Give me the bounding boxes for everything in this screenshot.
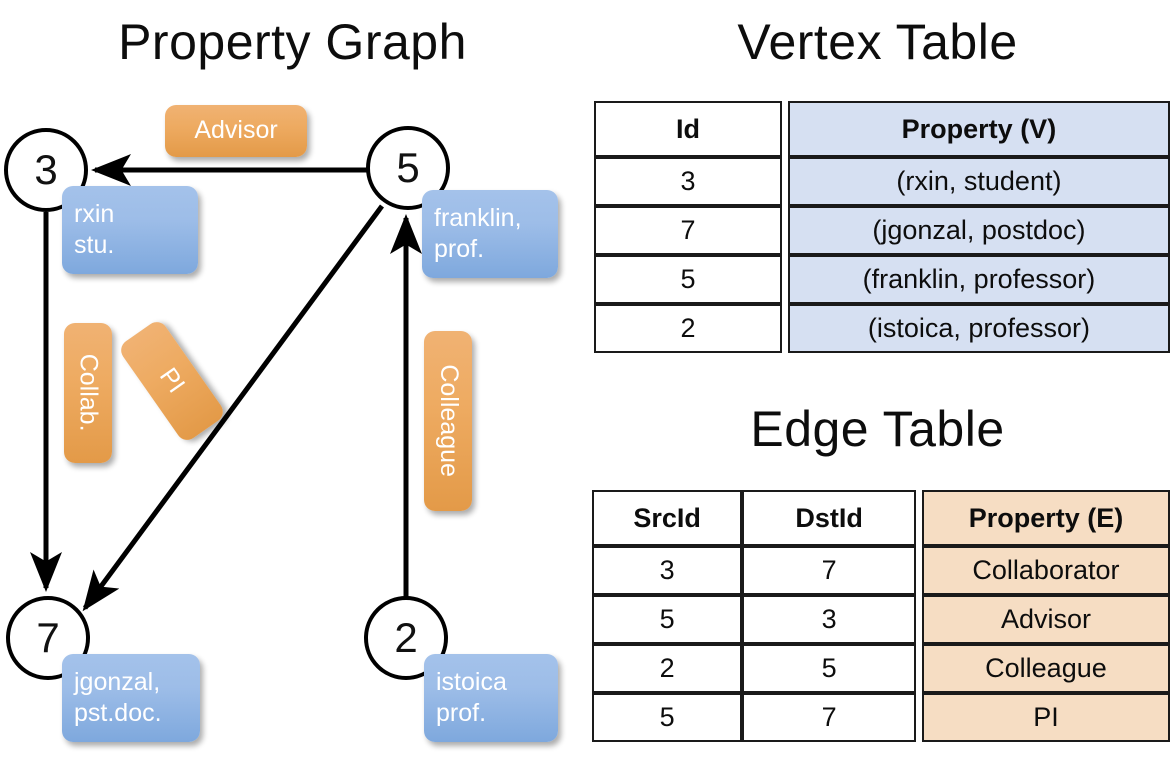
vertex-property-7-line-2: pst.doc. [74,699,162,727]
vertex-node-5-label: 5 [396,144,420,191]
edge-table-header-row: SrcId DstId Property (E) [592,490,1170,546]
edge-table: SrcId DstId Property (E) 3 7 Collaborato… [592,490,1170,742]
graph-edge-arrows [30,154,422,612]
vertex-property-2-line-1: istoica [436,667,507,696]
vertex-row-2-id: 5 [594,255,782,304]
edge-row-2-srcid: 2 [592,644,743,693]
vertex-row-0-gap [781,157,788,206]
edge-row-1-dstid: 3 [742,595,917,644]
table-row[interactable]: 3 7 Collaborator [592,546,1170,595]
table-row[interactable]: 2 (istoica, professor) [594,304,1170,353]
vertex-row-0-id: 3 [594,157,782,206]
vertex-property-7-line-1: jgonzal, [74,667,161,696]
vertex-table-column-gap [781,101,788,157]
edge-label-colleague: Colleague [424,331,472,511]
vertex-table-header-id: Id [594,101,782,157]
table-row[interactable]: 5 3 Advisor [592,595,1170,644]
table-row[interactable]: 7 (jgonzal, postdoc) [594,206,1170,255]
vertex-row-2-prop: (franklin, professor) [787,255,1170,304]
edge-row-0-prop: Collaborator [921,546,1170,595]
edge-label-collab-text: Collab. [74,354,103,432]
property-graph-diagram: 3 5 7 2 rxin stu. franklin, prof. jgonza… [4,105,558,742]
table-row[interactable]: 2 5 Colleague [592,644,1170,693]
vertex-row-3-id: 2 [594,304,782,353]
table-row[interactable]: 5 (franklin, professor) [594,255,1170,304]
vertex-row-2-gap [781,255,788,304]
edge-label-collab: Collab. [64,323,112,463]
page-title-edge-table: Edge Table [750,401,1005,457]
vertex-property-5-line-2: prof. [434,235,485,263]
vertex-row-1-prop: (jgonzal, postdoc) [787,206,1170,255]
edge-label-colleague-text: Colleague [434,364,463,478]
edge-row-0-gap [916,546,922,595]
vertex-table: Id Property (V) 3 (rxin, student) 7 (jgo… [594,101,1170,353]
edge-row-3-gap [916,693,922,742]
vertex-table-header-prop: Property (V) [787,101,1170,157]
vertex-table-header-row: Id Property (V) [594,101,1170,157]
vertex-property-3-line-2: stu. [74,231,115,259]
edge-row-2-dstid: 5 [742,644,917,693]
edge-table-header-dstid: DstId [742,490,917,546]
edge-table-header-prop: Property (E) [921,490,1170,546]
edge-row-2-prop: Colleague [921,644,1170,693]
edge-row-0-dstid: 7 [742,546,917,595]
edge-row-1-gap [916,595,922,644]
edge-row-3-prop: PI [921,693,1170,742]
vertex-node-3-label: 3 [34,146,58,193]
vertex-property-5-line-1: franklin, [434,203,522,232]
vertex-property-box-2: istoica prof. [424,654,558,742]
vertex-node-7-label: 7 [36,614,60,661]
vertex-row-1-id: 7 [594,206,782,255]
vertex-node-5[interactable]: 5 [366,126,450,210]
vertex-row-0-prop: (rxin, student) [787,157,1170,206]
vertex-property-2-line-2: prof. [436,699,487,727]
edge-label-pi-text: PI [154,362,191,399]
edge-table-header-srcid: SrcId [592,490,743,546]
page-title-property-graph: Property Graph [118,14,467,70]
edge-label-advisor-text: Advisor [194,116,278,145]
edge-row-3-dstid: 7 [742,693,917,742]
edge-row-1-prop: Advisor [921,595,1170,644]
vertex-property-box-3: rxin stu. [62,186,198,274]
vertex-property-box-5: franklin, prof. [422,190,558,278]
edge-table-column-gap [916,490,922,546]
vertex-node-2-label: 2 [394,614,418,661]
table-row[interactable]: 3 (rxin, student) [594,157,1170,206]
edge-row-2-gap [916,644,922,693]
vertex-row-1-gap [781,206,788,255]
vertex-node-2[interactable]: 2 [364,596,448,680]
edge-row-1-srcid: 5 [592,595,743,644]
page-title-vertex-table: Vertex Table [737,14,1018,70]
table-row[interactable]: 5 7 PI [592,693,1170,742]
vertex-property-box-7: jgonzal, pst.doc. [62,654,200,742]
edge-row-3-srcid: 5 [592,693,743,742]
vertex-property-3-line-1: rxin [74,199,115,228]
edge-5-to-7 [82,204,385,612]
edge-row-0-srcid: 3 [592,546,743,595]
vertex-row-3-prop: (istoica, professor) [787,304,1170,353]
edge-label-advisor: Advisor [165,105,307,157]
vertex-row-3-gap [781,304,788,353]
